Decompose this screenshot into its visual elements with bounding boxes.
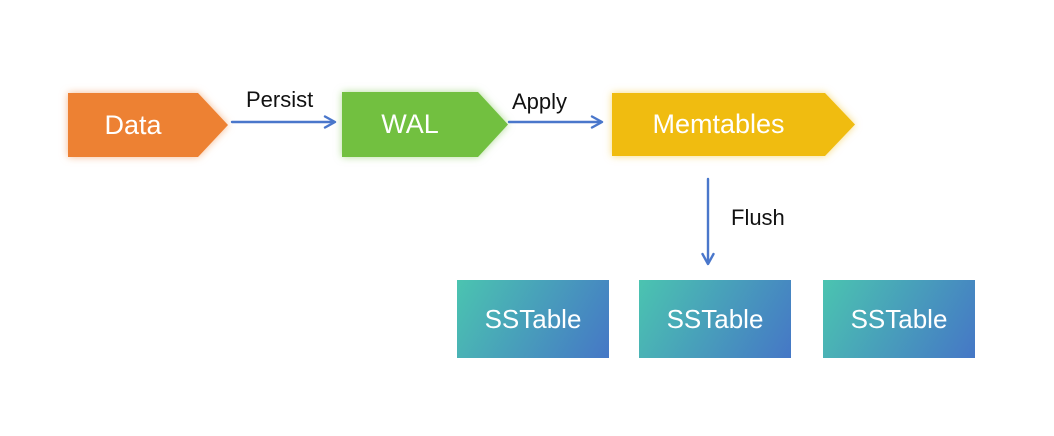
flush-arrow-icon [701,177,715,266]
node-sstable-3: SSTable [823,280,975,358]
apply-arrow-icon [507,115,604,129]
node-memtables-shape: Memtables [612,93,855,156]
node-data-label: Data [104,109,162,140]
node-wal-label: WAL [381,109,439,139]
node-memtables: Memtables [612,93,855,156]
persist-arrow-icon [230,115,337,129]
node-wal: WAL [342,92,508,157]
node-wal-shape: WAL [342,92,508,157]
node-sstable-1: SSTable [457,280,609,358]
node-sstable-2: SSTable [639,280,791,358]
flush-edge-label: Flush [731,205,785,230]
node-sstable-2-label: SSTable [666,304,764,334]
node-data: Data [68,93,228,157]
node-sstable-3-label: SSTable [850,304,948,334]
node-data-shape: Data [68,93,228,157]
node-memtables-label: Memtables [652,109,785,139]
node-sstable-1-label: SSTable [484,304,582,334]
apply-edge-label: Apply [512,89,568,114]
persist-edge-label: Persist [246,87,314,112]
